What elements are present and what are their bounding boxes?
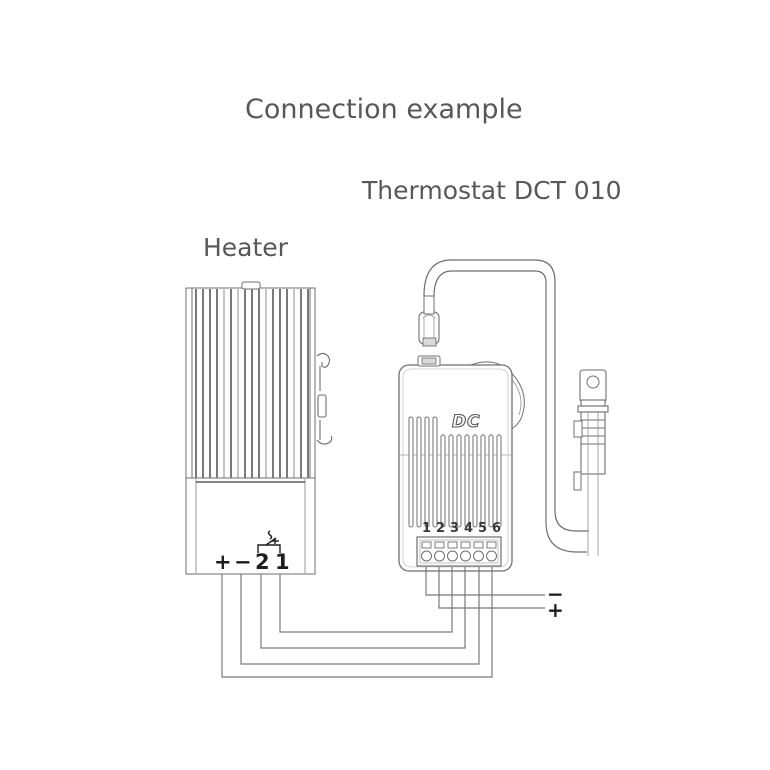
heater-fins — [191, 287, 311, 479]
usb-cable — [418, 259, 609, 556]
wire-minus-to-t5 — [240, 567, 480, 665]
thermostat-terminal-label-6: 6 — [492, 521, 501, 536]
heater-assembly: + − 2 1 — [185, 281, 333, 575]
thermostat-assembly: DC 1 2 3 4 5 6 — [398, 355, 525, 572]
dc-logo: DC — [451, 411, 481, 432]
heater-terminal-1: 1 — [275, 550, 290, 574]
svg-text:DC: DC — [452, 412, 481, 432]
page-title: Connection example — [245, 94, 523, 125]
thermostat-terminal-label-5: 5 — [478, 521, 487, 536]
usb-a-plug — [573, 369, 609, 556]
thermal-switch-symbol — [257, 530, 281, 553]
wiring-harness — [221, 567, 545, 678]
wire-t1-to-supply-minus — [425, 567, 545, 596]
mini-usb-port — [417, 355, 441, 367]
thermostat-terminal-label-1: 1 — [422, 521, 431, 536]
device-title: Thermostat DCT 010 — [361, 176, 622, 205]
heater-din-clip — [316, 352, 333, 445]
thermostat-vents-left — [408, 416, 438, 528]
thermostat-terminal-label-4: 4 — [464, 521, 473, 536]
heater-top-tab — [241, 281, 261, 290]
supply-minus-label: − — [547, 582, 564, 606]
wire-t2-to-supply-plus — [438, 567, 545, 609]
thermostat-terminal-block — [416, 536, 502, 567]
heater-title: Heater — [203, 233, 289, 262]
mini-usb-connector — [418, 295, 440, 347]
heater-terminal-plus: + — [214, 550, 232, 574]
heater-terminal-minus: − — [234, 550, 252, 574]
thermostat-vents-right — [440, 434, 502, 528]
wire-plus-to-t6 — [221, 567, 493, 678]
thermostat-terminal-label-3: 3 — [450, 521, 459, 536]
supply-plus-label: + — [547, 598, 564, 622]
wire-1-to-t3 — [279, 567, 453, 633]
thermostat-terminal-label-2: 2 — [436, 521, 445, 536]
heater-terminal-2: 2 — [255, 550, 270, 574]
heater-terminal-box — [185, 477, 316, 575]
wire-2-to-t4 — [260, 567, 466, 649]
